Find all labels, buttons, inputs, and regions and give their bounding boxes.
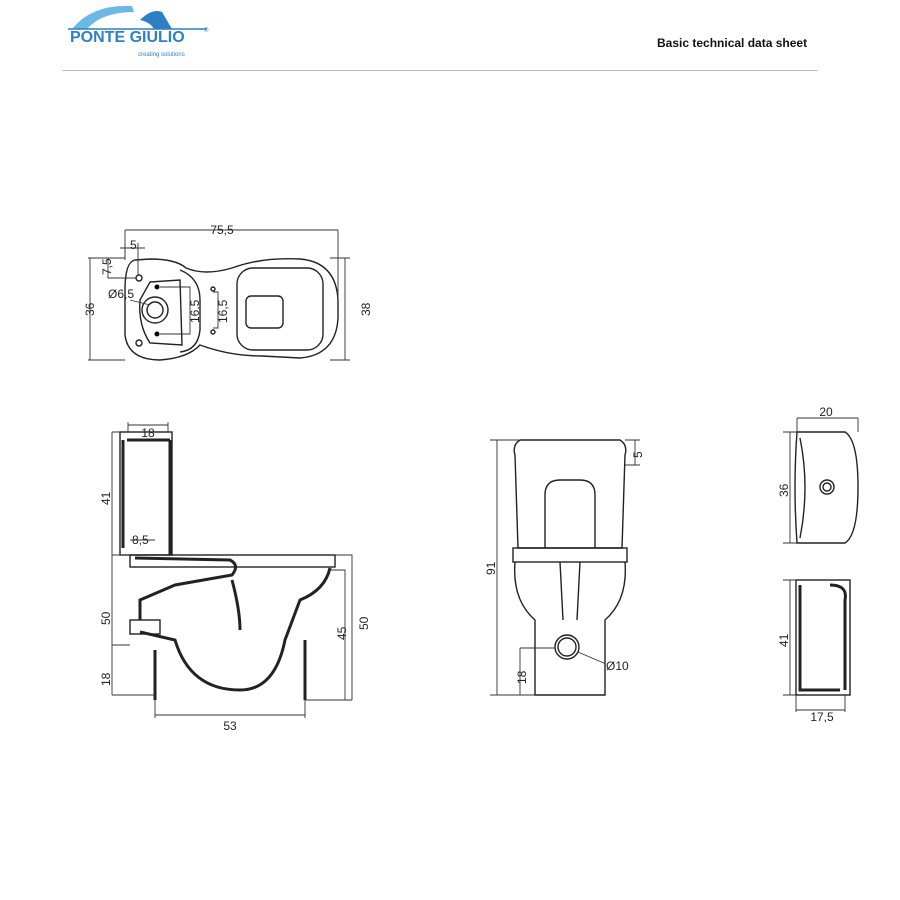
dim-top-width-left: 36 (83, 302, 97, 316)
dim-tank-side-height: 41 (777, 633, 791, 647)
registered-mark: ® (204, 28, 209, 34)
document-title: Basic technical data sheet (657, 36, 808, 50)
dim-fix-spacing-2: 16,5 (216, 299, 230, 323)
dim-top-length: 75,5 (210, 223, 234, 237)
dim-outlet-height: 18 (99, 672, 113, 686)
dim-tank-offset: 8,5 (132, 533, 149, 547)
dim-hole-diameter: Ø6,5 (108, 287, 134, 301)
dim-front-outlet-height: 18 (515, 670, 529, 684)
dim-outlet-diameter: Ø10 (606, 659, 629, 673)
tank-views-drawing: 20 36 41 17,5 (777, 405, 859, 724)
brand-logo: PONTE GIULIO ® creating solutions (62, 2, 212, 62)
top-view-drawing: 75,5 5 7,5 Ø6,5 16,5 16,5 36 38 (83, 223, 373, 361)
dim-fix-spacing-1: 16,5 (188, 299, 202, 323)
dim-bowl-height-right: 50 (357, 616, 371, 630)
dim-tank-width: 36 (777, 483, 791, 497)
dim-tank-bottom-depth: 17,5 (810, 710, 834, 724)
dim-base-length: 53 (223, 719, 237, 733)
dim-bowl-height-left: 50 (99, 611, 113, 625)
dim-front-top-offset: 5 (631, 451, 645, 458)
side-view-drawing: 18 41 8,5 50 18 45 50 53 (99, 422, 371, 733)
dim-top-offset: 5 (130, 238, 137, 252)
header-divider (62, 70, 818, 71)
dim-seat-height: 45 (335, 626, 349, 640)
brand-tagline: creating solutions (138, 52, 185, 58)
brand-name: PONTE GIULIO (70, 29, 185, 46)
dim-tank-height: 41 (99, 491, 113, 505)
dim-tank-depth: 18 (141, 426, 155, 440)
dim-tank-top-depth: 20 (819, 405, 833, 419)
dim-top-width-right: 38 (359, 302, 373, 316)
dim-total-height: 91 (484, 561, 498, 575)
dim-top-offset-v: 7,5 (100, 258, 114, 275)
front-view-drawing: 91 5 18 Ø10 (484, 439, 645, 696)
logo-arc-icon (68, 5, 207, 30)
